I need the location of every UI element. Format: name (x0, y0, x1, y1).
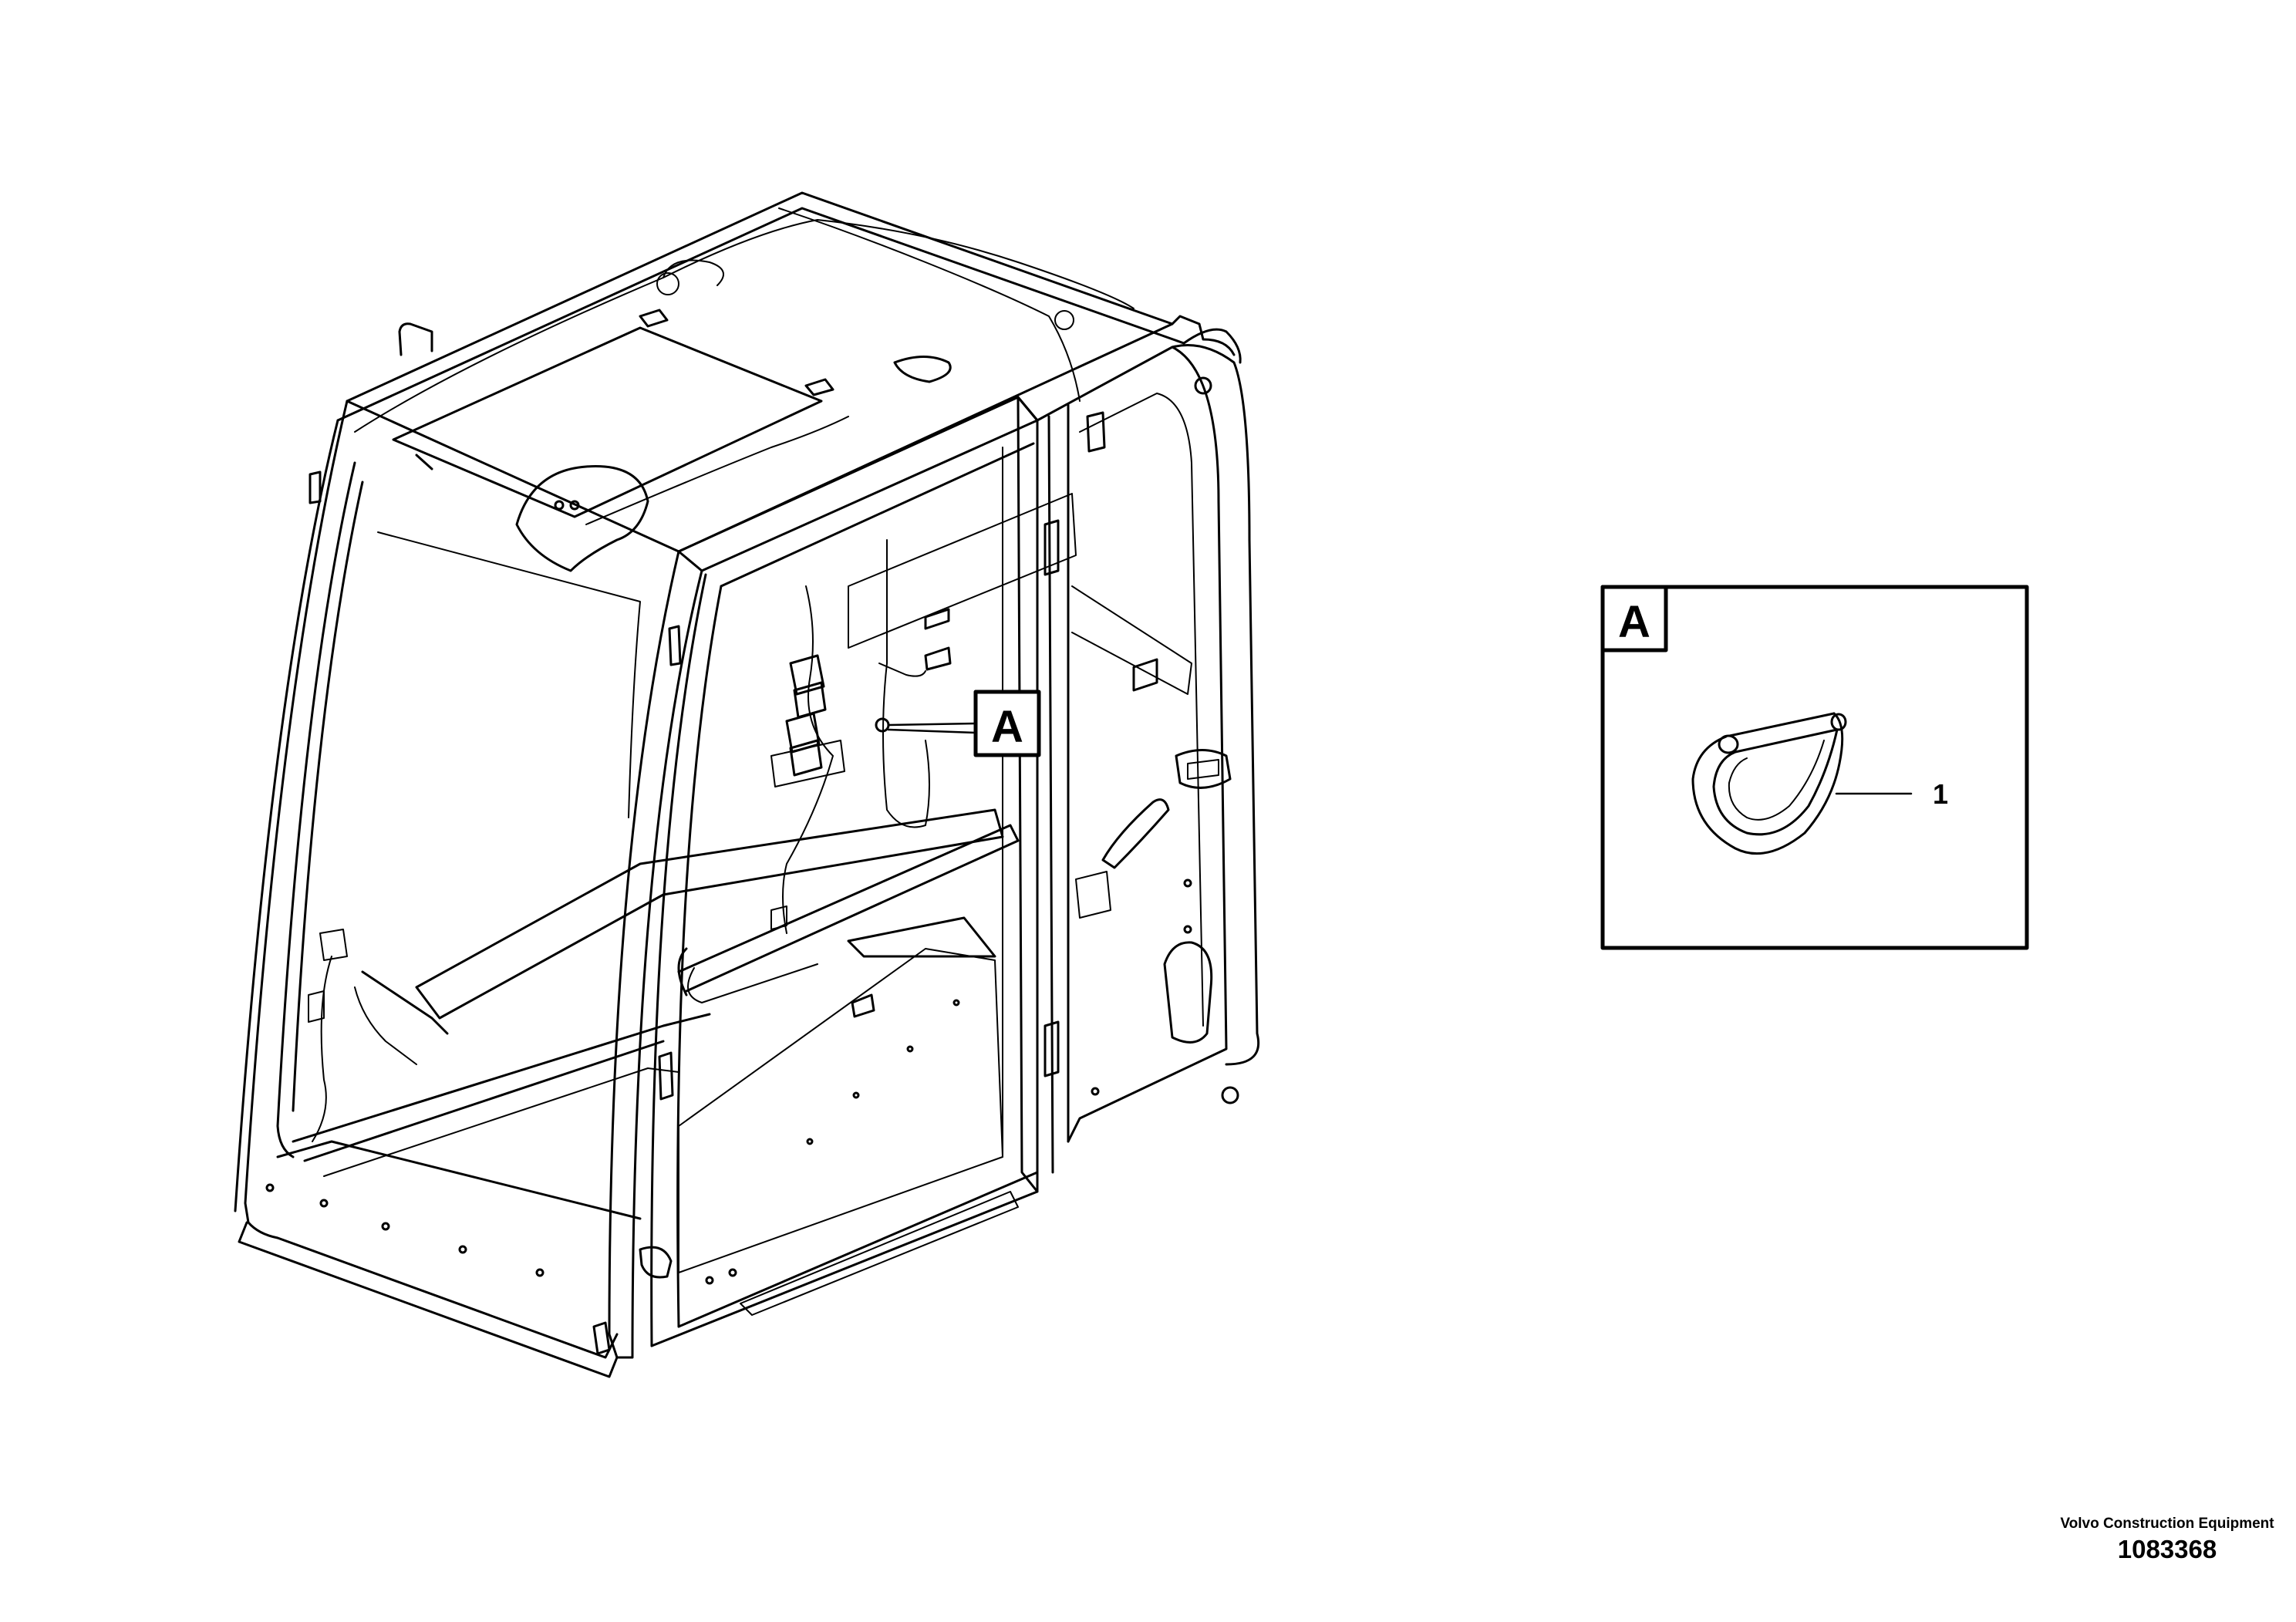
rear-interior-plate (848, 493, 1077, 649)
door-hinge-upper (1043, 519, 1060, 576)
detail-view-frame (1600, 585, 2029, 950)
loop-clip-part (1691, 712, 1847, 855)
interior-cross-bar (677, 824, 1020, 993)
roof-front-bracket (515, 465, 649, 572)
cab-door-lower-panel (678, 948, 1003, 1273)
cab-right-rear-wall (1036, 346, 1228, 1143)
operator-cab-illustration (234, 191, 1259, 1378)
rear-wall-panel (415, 808, 1004, 1020)
cab-door-sill (650, 1171, 1039, 1347)
document-number: 1083368 (2117, 1535, 2217, 1563)
connector-block-lower (785, 712, 823, 777)
manufacturer-name: Volvo Construction Equipment (2060, 1516, 2274, 1532)
connector-block-upper (789, 654, 827, 719)
left-wire-harness (312, 929, 348, 1142)
door-hinge-lower (1043, 1020, 1060, 1077)
front-window-opening (377, 531, 641, 818)
detail-callout-a[interactable]: A (973, 690, 1041, 757)
detail-callout-letter: A (991, 702, 1023, 752)
detail-view-a: A 1 (1600, 585, 2029, 950)
cab-door-front-pillar (608, 550, 703, 1359)
cab-left-front-pillar (244, 400, 619, 1359)
part-number-label: 1 (1933, 778, 1948, 810)
cab-door-rear-post (1017, 396, 1039, 1193)
drawing-footer: Volvo Construction Equipment 1083368 (2036, 1515, 2296, 1565)
roof-wire-harness (354, 207, 1135, 525)
cab-bottom-frame (238, 1221, 619, 1378)
detail-view-title: A (1618, 597, 1650, 647)
clip-location-marker (875, 717, 890, 733)
cab-door-top-rail (677, 396, 1039, 572)
grab-handle-left (398, 322, 433, 356)
center-wire-harness (782, 539, 930, 934)
roof-hatch (392, 326, 823, 518)
door-latch (1175, 749, 1232, 789)
detail-view-title-box (1600, 585, 1668, 653)
detail-callout-box[interactable] (973, 690, 1041, 757)
